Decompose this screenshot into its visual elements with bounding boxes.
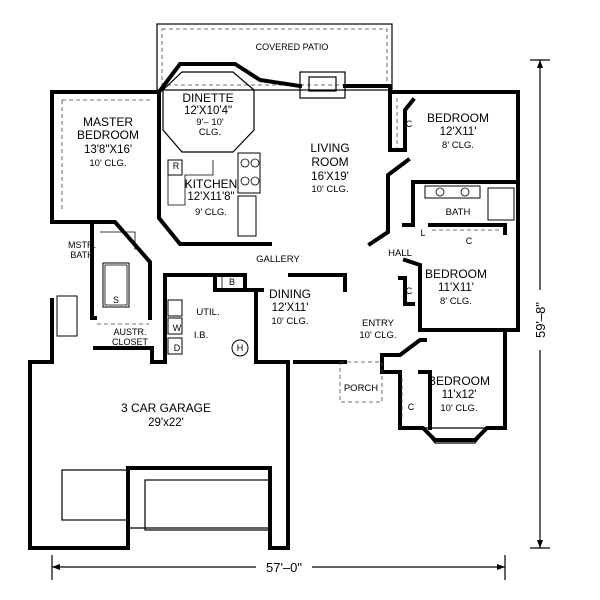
mstr-bath-name-1: MSTR. (68, 240, 96, 250)
entry-name: ENTRY (362, 318, 395, 329)
hall-name: HALL (388, 248, 412, 259)
dining-ceiling: 10' CLG. (271, 316, 308, 327)
living-room-ceiling: 10' CLG. (311, 184, 348, 195)
austr-closet-name-2: CLOSET (112, 337, 149, 347)
washer-label: W (173, 323, 182, 333)
bedroom-bay-window (421, 427, 489, 444)
bedroom-ne-size: 12'X11' (440, 126, 477, 138)
dining-name: DINING (269, 287, 311, 301)
master-bedroom-name-1: MASTER (83, 115, 133, 129)
dining-size: 12'X11' (272, 302, 309, 314)
closet-label-ne: C (406, 119, 413, 129)
dinette-ceiling-2: CLG. (199, 127, 221, 138)
width-label-bg (256, 560, 312, 574)
covered-patio-label: COVERED PATIO (256, 42, 329, 52)
depth-dimension: 59'–8" (533, 302, 548, 338)
bedroom-se-name: BEDROOM (428, 374, 490, 388)
dinette-name: DINETTE (182, 91, 233, 105)
gallery-name: GALLERY (256, 254, 300, 265)
refrigerator-label: R (173, 161, 180, 171)
bedroom-ne-name: BEDROOM (427, 111, 489, 125)
util-name: UTIL. (196, 307, 219, 318)
dinette-ceiling-1: 9'– 10' (196, 117, 224, 128)
closet-label-hall: C (466, 236, 473, 246)
fireplace (299, 71, 346, 99)
entry-ceiling: 10' CLG. (359, 330, 396, 341)
mstr-bath-name-2: BATH (70, 250, 93, 260)
garage-size: 29'x22' (148, 417, 184, 429)
shower-label: S (113, 295, 119, 305)
ib-name: I.B. (194, 330, 208, 341)
master-bath-fixtures (56, 231, 136, 337)
dinette-bay-window (162, 71, 255, 153)
utility-fixtures (167, 275, 249, 357)
closet-shelves (97, 98, 500, 420)
kitchen-ceiling: 9' CLG. (195, 207, 227, 218)
master-bedroom-size: 13'8"X16' (84, 144, 132, 156)
bedroom-e-size: 11'X11' (438, 282, 474, 294)
bedroom-e-ceiling: 8' CLG. (440, 296, 472, 307)
bath-name: BATH (446, 207, 471, 218)
living-room-name-2: ROOM (311, 155, 348, 169)
water-heater-label: H (237, 343, 244, 353)
dryer-label: D (174, 343, 181, 353)
kitchen-fixtures (167, 152, 261, 237)
closet-label-e: C (406, 286, 413, 296)
linen-label: L (420, 228, 425, 238)
garage-doors (61, 469, 271, 531)
bedroom-ne-ceiling: 8' CLG. (442, 140, 474, 151)
dinette-size: 12'X10'4" (184, 105, 232, 117)
gallery-ceiling (61, 99, 150, 210)
master-bedroom-ceiling: 10' CLG. (89, 158, 126, 169)
kitchen-size: 12'X11'8" (187, 191, 234, 203)
living-room-size: 16'X19' (311, 171, 349, 183)
porch-outline (339, 361, 383, 403)
covered-patio-outline (156, 23, 393, 91)
kitchen-name: KITCHEN (185, 177, 238, 191)
broom-closet-label: B (229, 277, 235, 287)
depth-label-bg (533, 290, 547, 350)
bath-fixtures (424, 185, 515, 221)
bedroom-se-ceiling: 10' CLG. (440, 403, 477, 414)
garage-name: 3 CAR GARAGE (121, 401, 211, 415)
closet-label-se: C (408, 402, 415, 412)
bedroom-e-name: BEDROOM (425, 267, 487, 281)
living-room-name-1: LIVING (310, 141, 349, 155)
width-dimension: 57'–0" (266, 560, 302, 575)
austr-closet-name-1: AUSTR. (113, 327, 146, 337)
master-bedroom-name-2: BEDROOM (77, 128, 139, 142)
bedroom-se-size: 11'x12' (442, 389, 477, 401)
porch-name: PORCH (344, 383, 378, 394)
